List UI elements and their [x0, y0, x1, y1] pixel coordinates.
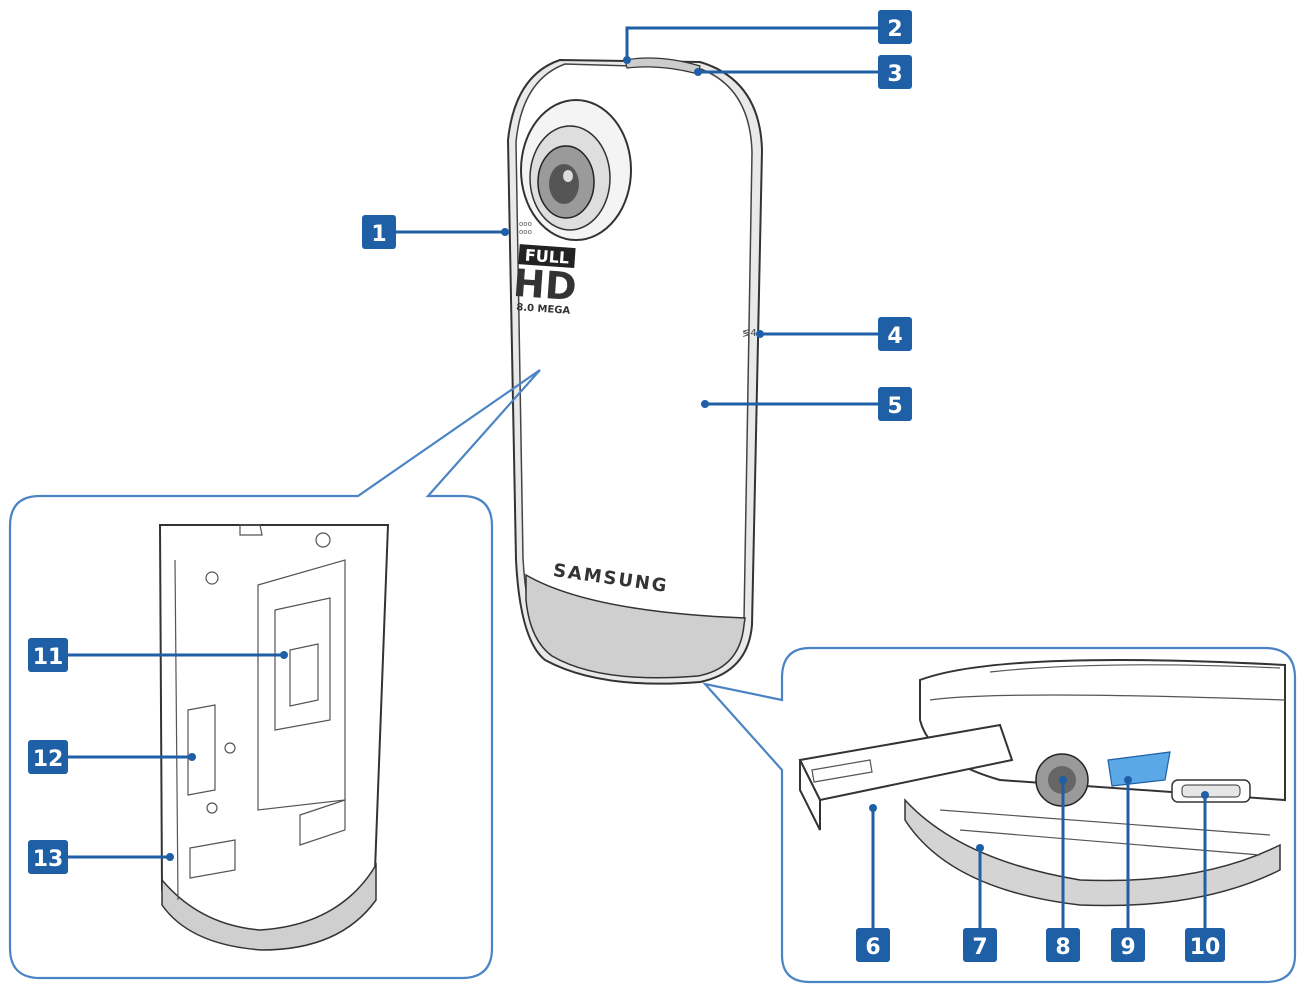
badge-6: 6	[856, 928, 890, 962]
badge-9: 9	[1111, 928, 1145, 962]
logo-full-text: FULL	[524, 246, 570, 268]
svg-text:1: 1	[371, 222, 386, 247]
camcorder-body: ooo ooo FULL HD 8.0 MEGA ≶4 SAMSUNG	[506, 57, 764, 685]
inside-view-callout	[8, 369, 541, 980]
svg-text:2: 2	[887, 17, 902, 42]
svg-text:ooo: ooo	[519, 228, 532, 236]
svg-text:7: 7	[972, 935, 987, 960]
logo-hd-text: HD	[512, 261, 578, 309]
badge-7: 7	[963, 928, 997, 962]
svg-text:5: 5	[887, 394, 902, 419]
svg-text:10: 10	[1190, 935, 1221, 960]
svg-text:8: 8	[1055, 935, 1070, 960]
svg-text:4: 4	[887, 324, 902, 349]
svg-text:ooo: ooo	[519, 220, 532, 228]
svg-text:3: 3	[887, 62, 902, 87]
badge-11: 11	[28, 638, 68, 672]
logo-mega-text: 8.0 MEGA	[516, 302, 571, 317]
badge-4: 4	[878, 317, 912, 351]
badge-10: 10	[1185, 928, 1225, 962]
bottom-view-callout	[701, 646, 1297, 984]
svg-text:9: 9	[1120, 935, 1135, 960]
badge-8: 8	[1046, 928, 1080, 962]
svg-text:6: 6	[865, 935, 880, 960]
lens-icon	[520, 99, 632, 241]
svg-text:13: 13	[33, 847, 64, 872]
svg-text:≶4: ≶4	[742, 328, 757, 339]
full-hd-logo: FULL HD 8.0 MEGA	[512, 244, 578, 317]
badge-2: 2	[878, 10, 912, 44]
badge-5: 5	[878, 387, 912, 421]
badge-1: 1	[362, 215, 396, 249]
svg-text:12: 12	[33, 747, 64, 772]
svg-text:11: 11	[33, 645, 64, 670]
badge-13: 13	[28, 840, 68, 874]
number-badges: 1 2 3 4 5 6 7 8	[28, 10, 1225, 962]
badge-12: 12	[28, 740, 68, 774]
badge-3: 3	[878, 55, 912, 89]
leader-lines	[68, 26, 1209, 928]
